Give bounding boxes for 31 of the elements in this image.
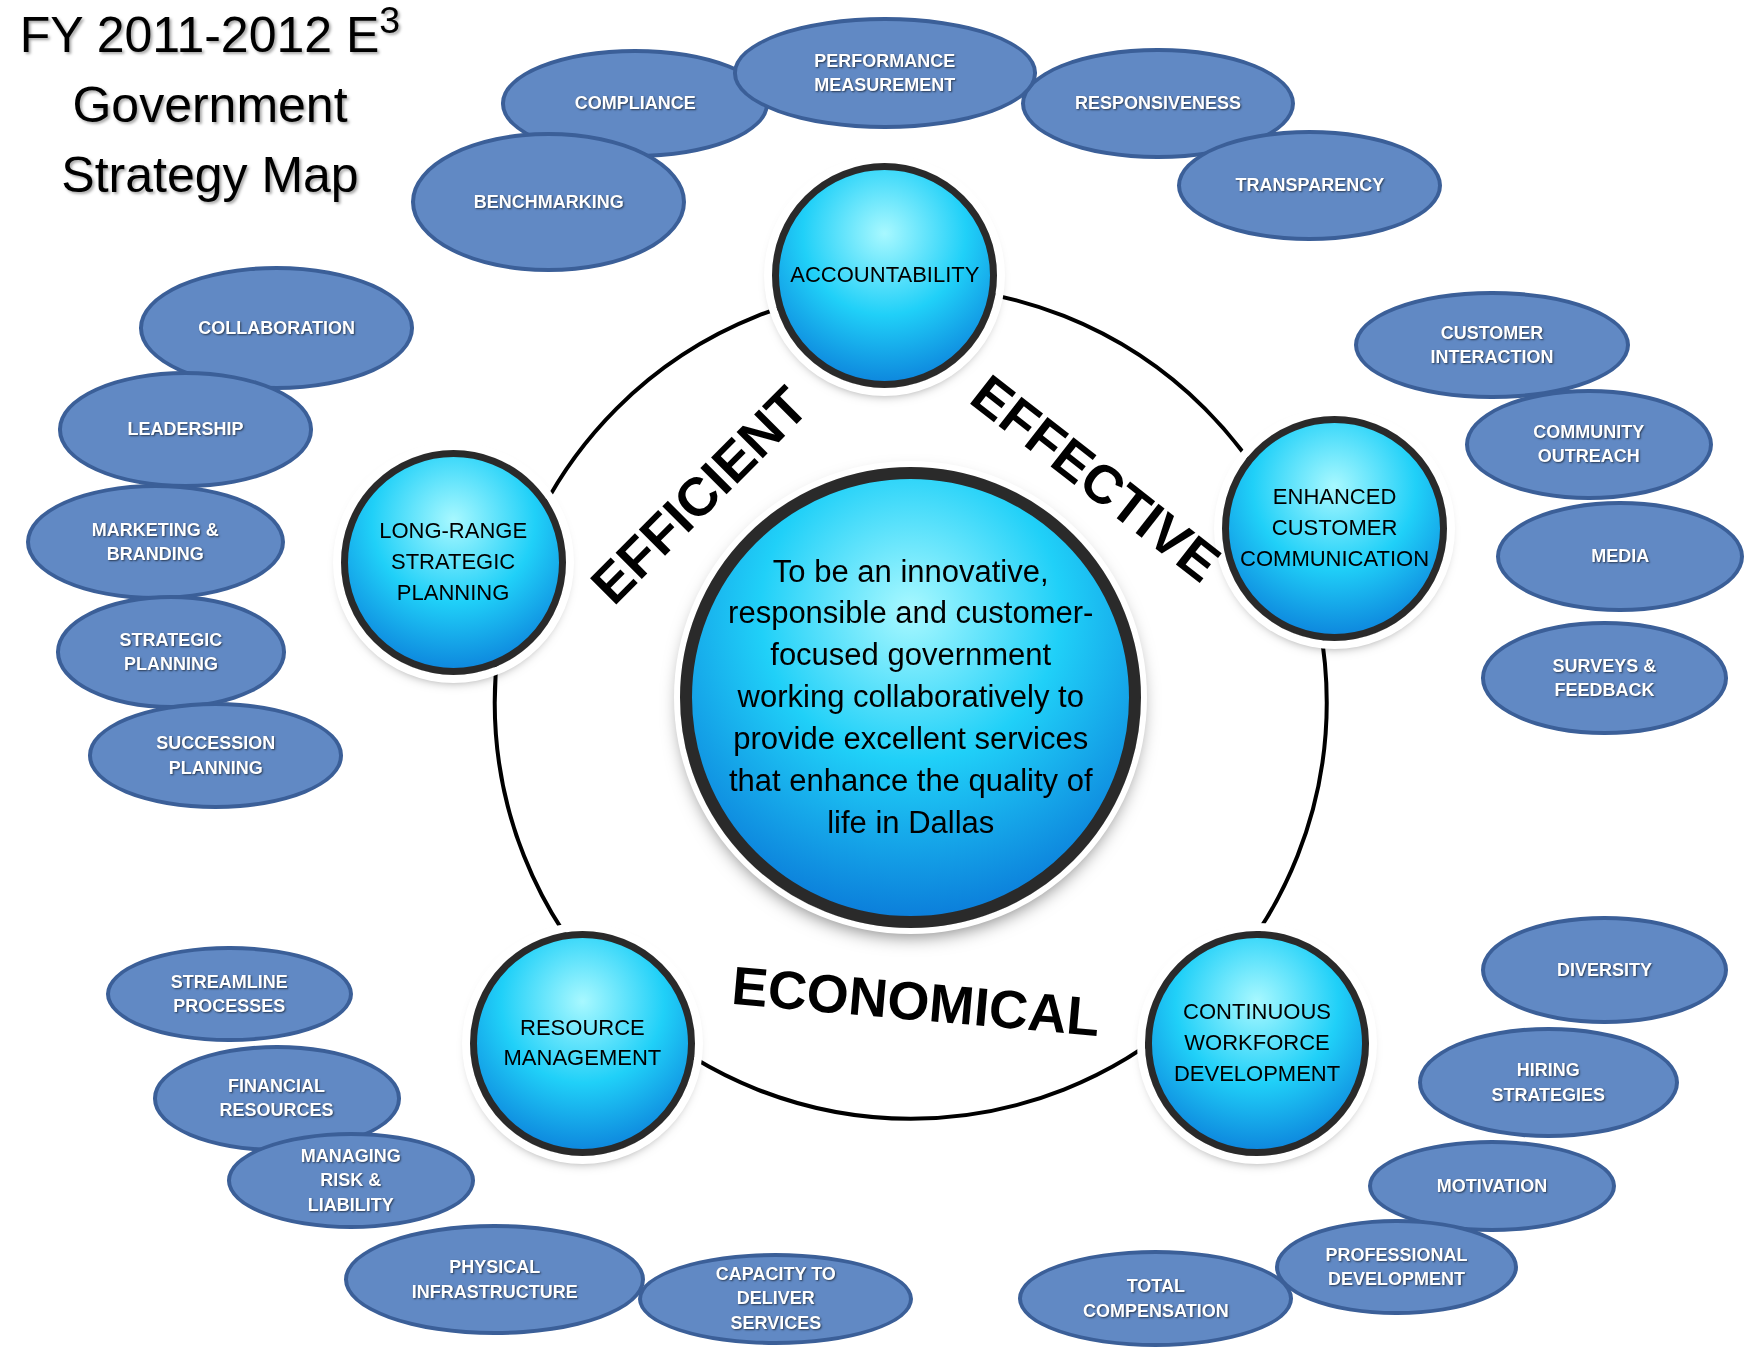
node-text: MOTIVATION	[1436, 1175, 1548, 1199]
node-text: SUCCESSION PLANNING	[155, 732, 277, 780]
node-text: ACCOUNTABILITY	[790, 261, 980, 290]
node-text: PERFORMANCE MEASUREMENT	[813, 49, 957, 98]
node-text: BENCHMARKING	[473, 191, 624, 215]
node-text: FINANCIAL RESOURCES	[218, 1075, 335, 1123]
node-text: CAPACITY TO DELIVER SERVICES	[714, 1263, 837, 1335]
node-text: SURVEYS & FEEDBACK	[1551, 654, 1658, 702]
title: FY 2011-2012 E$^{3}$ Government Strategy Map	[18, 0, 402, 205]
node-text: MANAGING RISK & LIABILITY	[299, 1145, 402, 1217]
node-text: STRATEGIC PLANNING	[118, 628, 224, 677]
node-text: COMPLIANCE	[574, 92, 696, 116]
node-text: TRANSPARENCY	[1235, 174, 1385, 198]
node-text: CUSTOMER INTERACTION	[1429, 321, 1555, 370]
node-text: MARKETING & BRANDING	[90, 518, 220, 566]
node-text: ENHANCED CUSTOMER COMMUNICATION	[1239, 483, 1431, 573]
node-text: HIRING STRATEGIES	[1490, 1059, 1607, 1107]
node-text: MEDIA	[1591, 545, 1650, 569]
node-text: PHYSICAL INFRASTRUCTURE	[410, 1256, 579, 1304]
node-text: COMMUNITY OUTREACH	[1532, 420, 1646, 469]
node-text: COLLABORATION	[198, 317, 355, 341]
node-text: PROFESSIONAL DEVELOPMENT	[1325, 1243, 1468, 1292]
node-text: RESOURCE MANAGEMENT	[502, 1013, 663, 1073]
node-text: CONTINUOUS WORKFORCE DEVELOPMENT	[1172, 998, 1342, 1088]
node-text: TOTAL COMPENSATION	[1082, 1275, 1230, 1323]
node-text: STREAMLINE PROCESSES	[169, 970, 289, 1018]
node-text: RESPONSIVENESS	[1075, 92, 1242, 116]
node-text: LEADERSHIP	[127, 418, 244, 442]
node-text: DIVERSITY	[1556, 959, 1652, 983]
theme-word: ECONOMICAL	[730, 957, 1103, 1044]
node-text: LONG-RANGE STRATEGIC PLANNING	[378, 516, 529, 607]
